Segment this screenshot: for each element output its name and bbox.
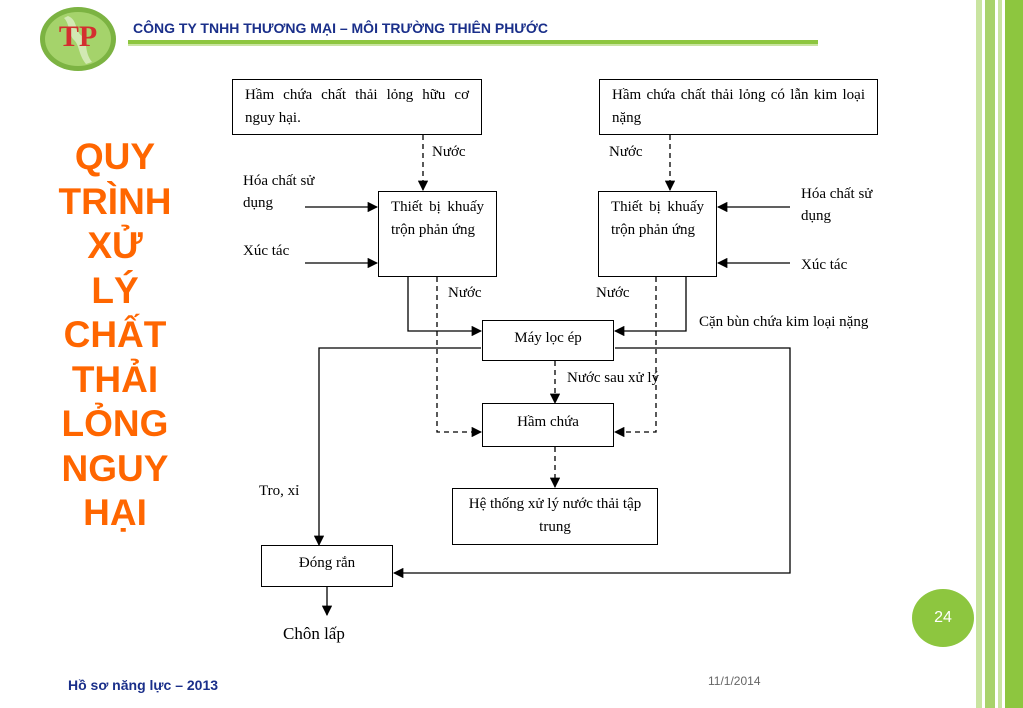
title-line: THẢI <box>71 358 159 400</box>
right-stripe-4 <box>1005 0 1023 708</box>
logo-text: TP <box>58 20 98 53</box>
box-holding-tank: Hầm chứa <box>482 403 614 447</box>
box-organic-waste-tank: Hầm chứa chất thải lỏng hữu cơ nguy hại. <box>232 79 482 135</box>
header-rule-shadow <box>128 44 818 46</box>
label-water: Nước <box>596 285 630 301</box>
label-water: Nước <box>432 144 466 160</box>
box-mixer-left: Thiết bị khuấy trộn phản ứng <box>378 191 497 277</box>
right-stripe-2 <box>985 0 995 708</box>
company-name: CÔNG TY TNHH THƯƠNG MẠI – MÔI TRƯỜNG THI… <box>133 20 548 36</box>
title-line: HẠI <box>83 492 147 533</box>
label-catalyst-right: Xúc tác <box>801 257 848 273</box>
arrow-mixer-right-to-filter <box>613 277 687 337</box>
header-rule <box>128 40 818 45</box>
arrow-filter-to-solidify-left <box>313 347 481 547</box>
arrow-water-right-mixer-to-tank <box>613 277 657 438</box>
box-filter-press: Máy lọc ép <box>482 320 614 361</box>
title-line: LÝ <box>91 269 139 311</box>
right-stripe-1 <box>976 0 982 708</box>
label-ash: Tro, xỉ <box>259 483 300 499</box>
label-water: Nước <box>448 285 482 301</box>
slide-title: QUY TRÌNH XỬ LÝ CHẤT THẢI LỎNG NGUY HẠI <box>40 135 190 536</box>
title-line: TRÌNH <box>58 180 172 222</box>
label-treated-water: Nước sau xử lý <box>567 370 660 386</box>
company-logo: TP <box>38 6 118 72</box>
title-line: QUY <box>74 136 156 177</box>
arrow-mixer-left-to-filter <box>407 277 483 337</box>
box-mixer-right: Thiết bị khuấy trộn phản ứng <box>598 191 717 277</box>
title-line: NGUY <box>61 447 169 489</box>
right-stripe-3 <box>998 0 1002 708</box>
label-water: Nước <box>609 144 643 160</box>
footer-text: Hồ sơ năng lực – 2013 <box>68 677 219 693</box>
title-line: LỎNG <box>61 403 169 444</box>
title-line: CHẤT <box>63 314 167 355</box>
box-central-treatment: Hệ thống xử lý nước thải tập trung <box>452 488 658 545</box>
arrow-water-left-mixer-to-tank <box>436 277 483 438</box>
title-line: XỬ <box>87 225 143 266</box>
page-number: 24 <box>934 609 952 626</box>
label-catalyst-left: Xúc tác <box>243 243 290 259</box>
page-number-badge: 24 <box>912 589 974 647</box>
label-chemicals-right: Hóa chất sử dụng <box>801 186 873 224</box>
arrow-filter-to-solidify-right <box>392 347 791 579</box>
footer-date: 11/1/2014 <box>708 674 761 688</box>
label-landfill: Chôn lấp <box>283 624 345 643</box>
label-sludge: Cặn bùn chứa kim loại nặng <box>699 314 869 330</box>
label-chemicals-left: Hóa chất sử dụng <box>243 173 315 211</box>
box-heavy-metal-waste-tank: Hầm chứa chất thải lỏng có lẫn kim loại … <box>599 79 878 135</box>
box-solidify: Đóng rắn <box>261 545 393 587</box>
